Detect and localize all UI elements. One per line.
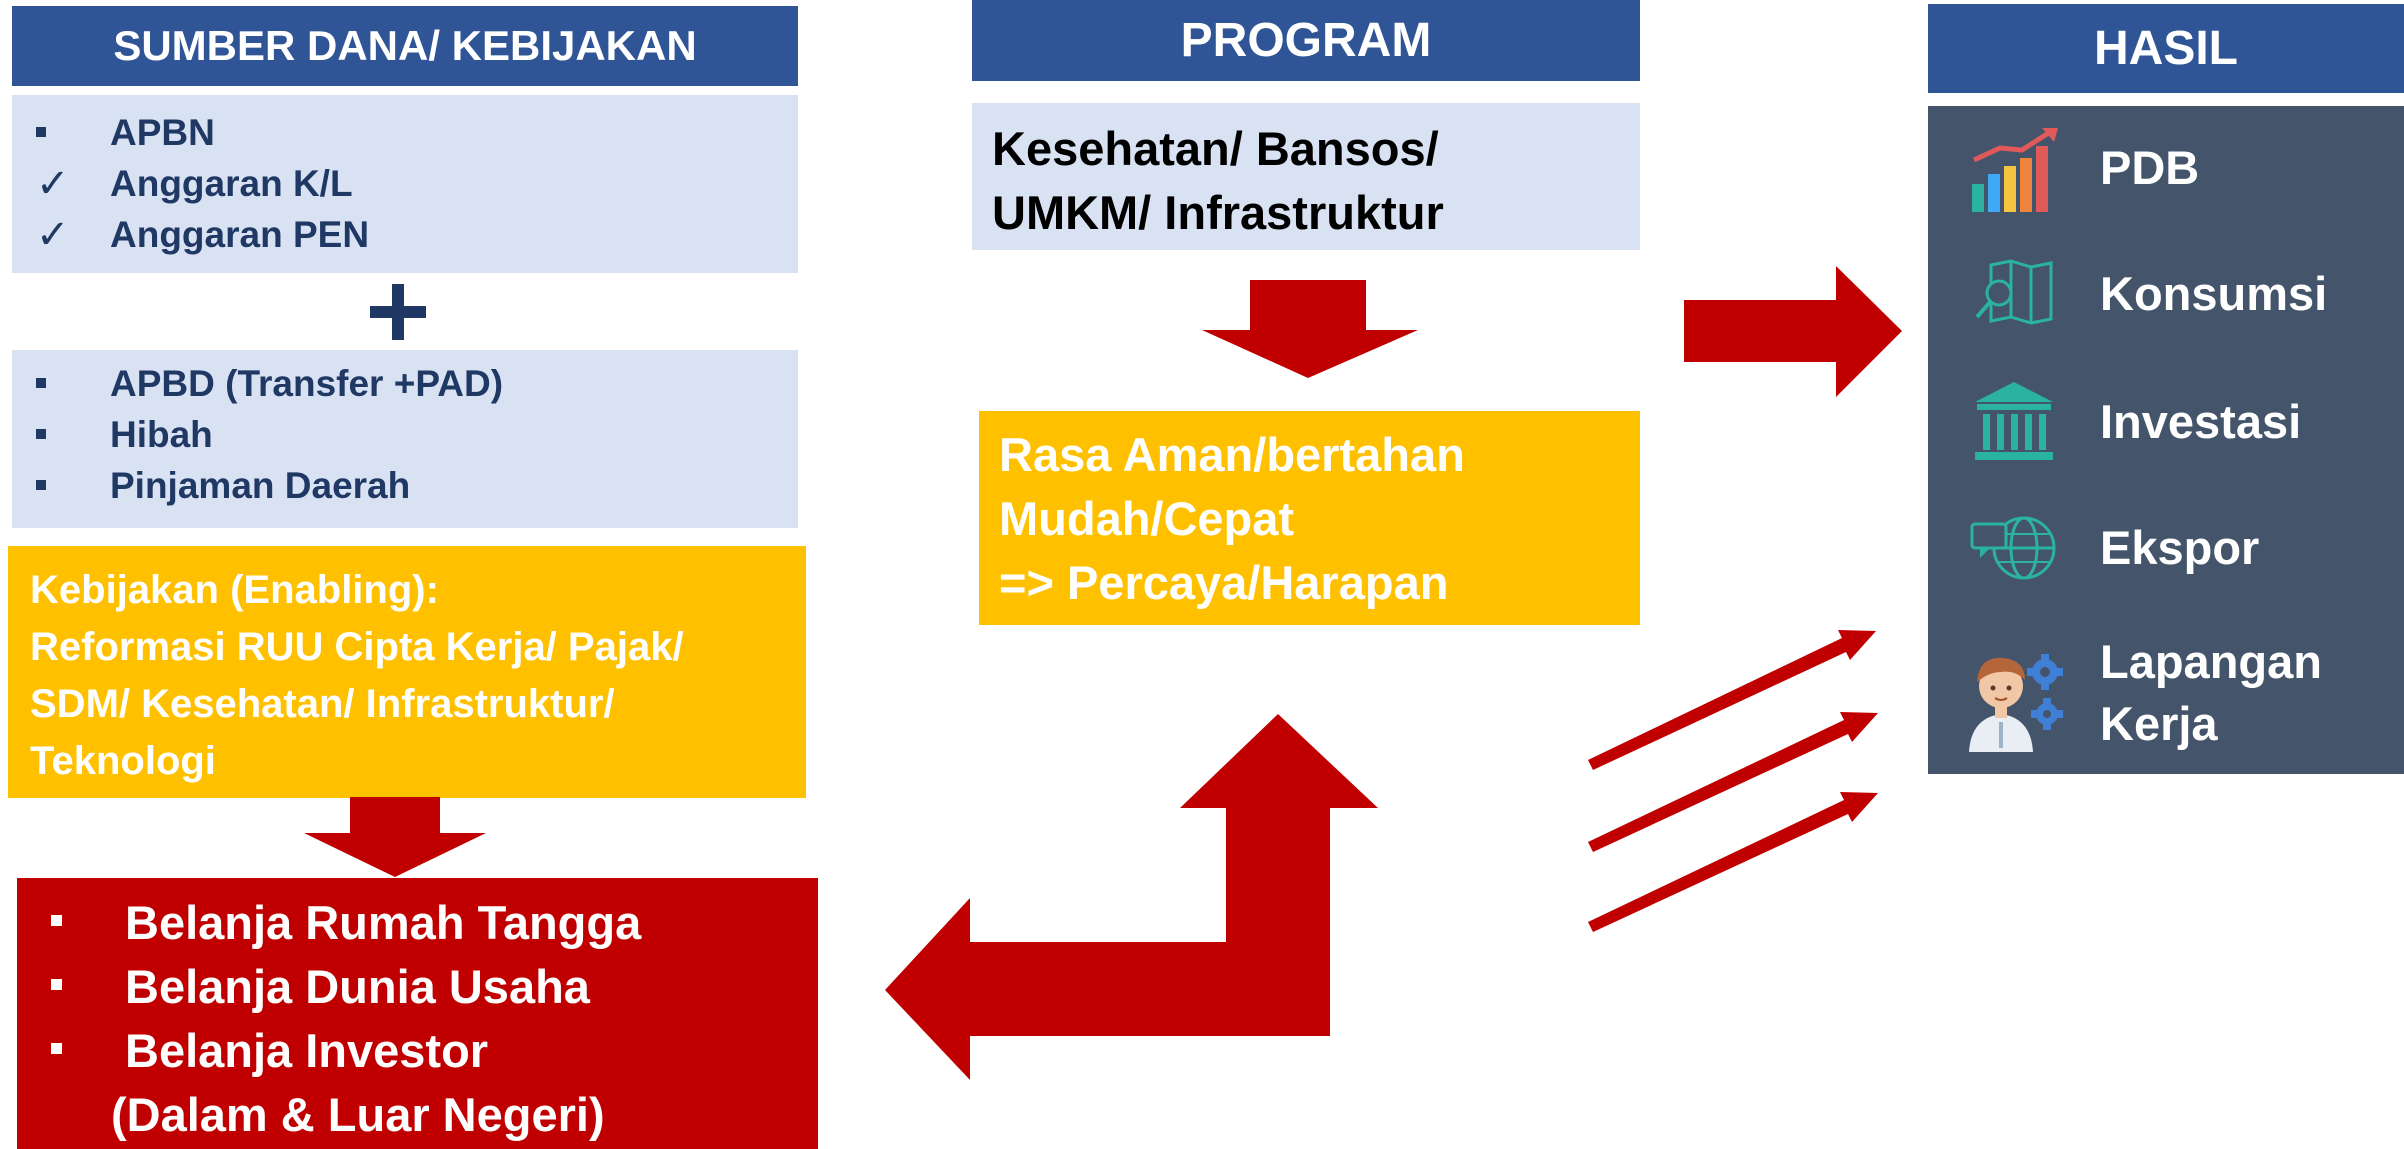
- down-arrow-program: [1202, 280, 1418, 378]
- sumber-group-1: APBN ✓ Anggaran K/L ✓ Anggaran PEN: [12, 95, 798, 273]
- belanja-note: (Dalam & Luar Negeri): [111, 1087, 605, 1141]
- square-bullet-icon: [36, 126, 46, 137]
- list-item: Pinjaman Daerah: [12, 460, 798, 511]
- sumber-item-label: APBD (Transfer +PAD): [110, 362, 504, 404]
- belanja-item-label: Belanja Dunia Usaha: [125, 959, 590, 1013]
- program-header: PROGRAM: [972, 0, 1640, 81]
- down-arrow-left: [304, 797, 486, 877]
- square-bullet-icon: [36, 377, 46, 388]
- hasil-item-label-line2: Kerja: [2100, 697, 2218, 750]
- elbow-arrow: [885, 714, 1378, 1080]
- sumber-item-label: Pinjaman Daerah: [110, 464, 411, 506]
- belanja-box: Belanja Rumah Tangga Belanja Dunia Usaha…: [17, 878, 818, 1149]
- hasil-item-investasi: Investasi: [1928, 368, 2404, 476]
- hasil-item-label: Lapangan Kerja: [2100, 631, 2322, 755]
- program-box: Kesehatan/ Bansos/ UMKM/ Infrastruktur: [972, 103, 1640, 250]
- hasil-header: HASIL: [1928, 4, 2404, 93]
- hasil-item-label: Konsumsi: [2100, 267, 2328, 320]
- plus-icon: [368, 282, 428, 342]
- diagonal-arrow: [1588, 792, 1878, 932]
- kebijakan-line: Teknologi: [30, 739, 216, 783]
- result-line: => Percaya/Harapan: [999, 556, 1449, 609]
- kebijakan-box: Kebijakan (Enabling): Reformasi RUU Cipt…: [8, 546, 806, 798]
- sumber-group-2: APBD (Transfer +PAD) Hibah Pinjaman Daer…: [12, 350, 798, 528]
- sumber-item-label: APBN: [110, 111, 215, 153]
- list-item: APBD (Transfer +PAD): [12, 358, 798, 409]
- diagonal-arrow: [1588, 630, 1876, 770]
- result-line: Rasa Aman/bertahan: [999, 428, 1465, 481]
- sumber-item-label: Hibah: [110, 413, 213, 455]
- square-bullet-icon: [36, 428, 46, 439]
- belanja-item-label: Belanja Investor: [125, 1023, 489, 1077]
- globe-chat-icon: [1928, 510, 2100, 586]
- hasil-item-label-line1: Lapangan: [2100, 635, 2322, 688]
- hasil-item-label: Investasi: [2100, 395, 2302, 448]
- bar-chart-icon: [1928, 122, 2100, 214]
- square-bullet-icon: [36, 479, 46, 490]
- belanja-note-row: (Dalam & Luar Negeri): [17, 1082, 818, 1146]
- hasil-panel: PDB Konsumsi: [1928, 106, 2404, 774]
- list-item: Belanja Rumah Tangga: [17, 890, 818, 954]
- kebijakan-line: Kebijakan (Enabling):: [30, 568, 439, 612]
- hasil-item-ekspor: Ekspor: [1928, 494, 2404, 602]
- list-item: Belanja Dunia Usaha: [17, 954, 818, 1018]
- sumber-item-label: Anggaran PEN: [110, 213, 370, 255]
- sumber-header-label: SUMBER DANA/ KEBIJAKAN: [113, 22, 697, 69]
- program-header-label: PROGRAM: [1180, 14, 1432, 67]
- bank-building-icon: [1928, 380, 2100, 464]
- kebijakan-line: SDM/ Kesehatan/ Infrastruktur/: [30, 682, 615, 726]
- square-bullet-icon: [51, 1043, 62, 1054]
- check-icon: ✓: [36, 211, 70, 258]
- program-line: UMKM/ Infrastruktur: [992, 186, 1444, 239]
- kebijakan-line: Reformasi RUU Cipta Kerja/ Pajak/: [30, 625, 684, 669]
- belanja-item-label: Belanja Rumah Tangga: [125, 895, 642, 949]
- list-item: Belanja Investor: [17, 1018, 818, 1082]
- hasil-item-label: Ekspor: [2100, 521, 2260, 574]
- list-item: APBN: [12, 107, 798, 158]
- hasil-header-label: HASIL: [2094, 22, 2238, 75]
- result-box: Rasa Aman/bertahan Mudah/Cepat => Percay…: [979, 411, 1640, 625]
- check-icon: ✓: [36, 160, 70, 207]
- worker-gears-icon: [1928, 634, 2100, 752]
- hasil-item-label: PDB: [2100, 141, 2200, 194]
- diagonal-arrows: [1588, 630, 1878, 932]
- square-bullet-icon: [51, 915, 62, 926]
- right-arrow-hasil: [1684, 266, 1902, 397]
- hasil-item-konsumsi: Konsumsi: [1928, 240, 2404, 348]
- list-item: ✓ Anggaran K/L: [12, 158, 798, 209]
- map-search-icon: [1928, 259, 2100, 329]
- hasil-item-pdb: PDB: [1928, 114, 2404, 222]
- square-bullet-icon: [51, 979, 62, 990]
- list-item: ✓ Anggaran PEN: [12, 209, 798, 260]
- hasil-item-lapangan-kerja: Lapangan Kerja: [1928, 628, 2404, 758]
- sumber-header: SUMBER DANA/ KEBIJAKAN: [12, 6, 798, 86]
- list-item: Hibah: [12, 409, 798, 460]
- sumber-item-label: Anggaran K/L: [110, 162, 353, 204]
- result-line: Mudah/Cepat: [999, 492, 1295, 545]
- diagonal-arrow: [1588, 712, 1878, 852]
- program-line: Kesehatan/ Bansos/: [992, 122, 1439, 175]
